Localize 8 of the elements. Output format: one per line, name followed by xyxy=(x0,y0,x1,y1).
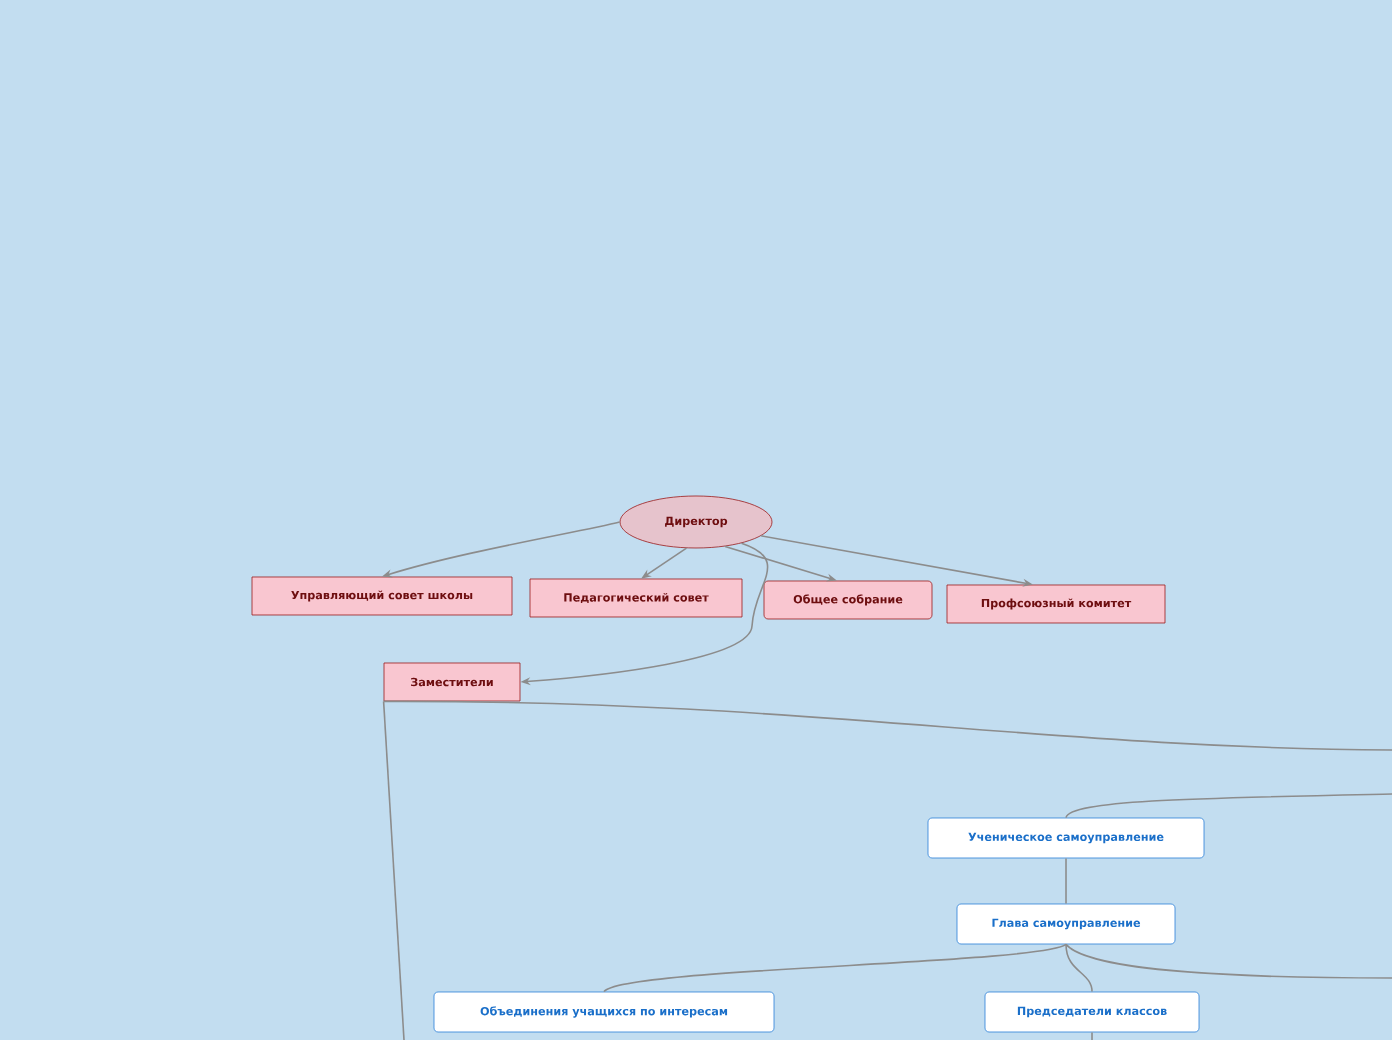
connector xyxy=(1065,793,1392,819)
connector xyxy=(382,700,1392,751)
connector xyxy=(1091,1031,1093,1040)
connector xyxy=(603,943,1067,993)
connector xyxy=(1065,857,1067,905)
connector xyxy=(382,700,405,1040)
connector xyxy=(1065,943,1093,993)
connector xyxy=(1065,943,1392,979)
